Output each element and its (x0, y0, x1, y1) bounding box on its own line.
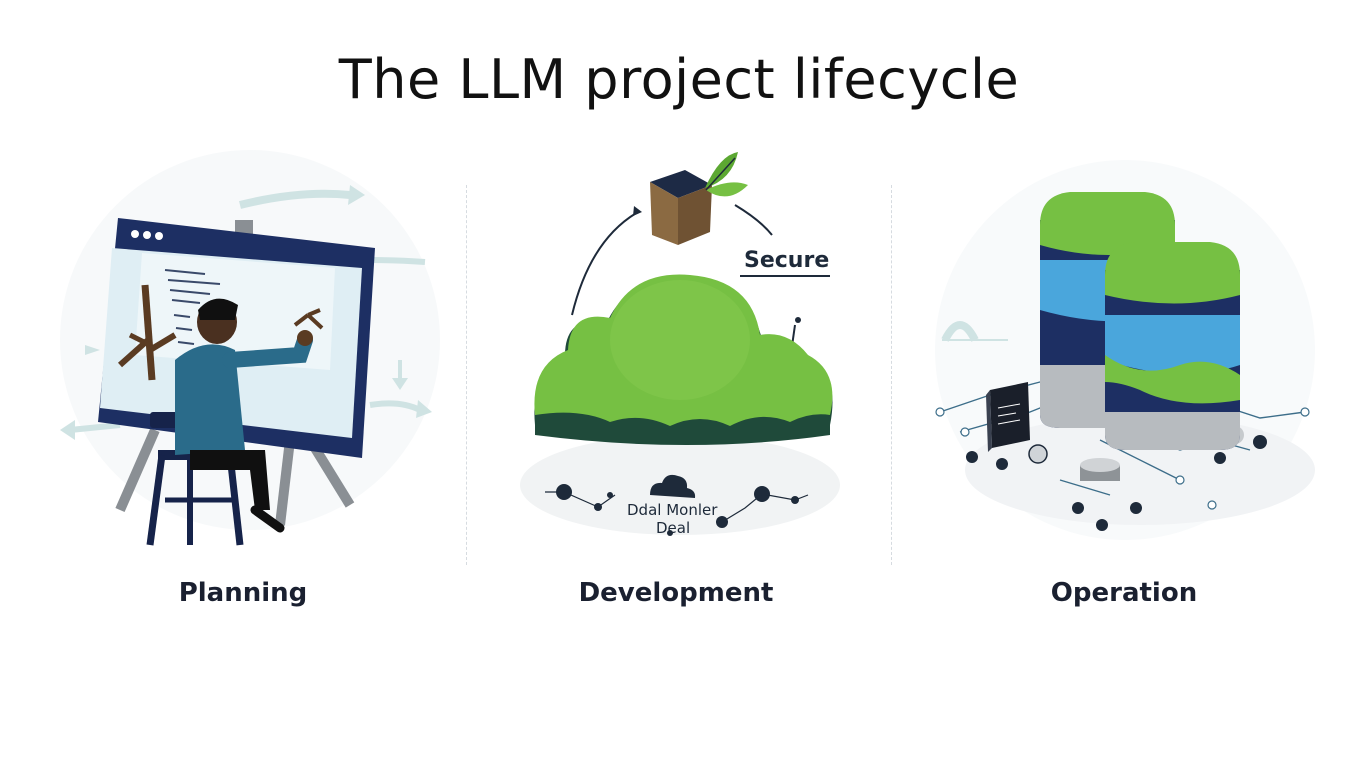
page-title: The LLM project lifecycle (338, 48, 1020, 111)
secure-caption: Secure (744, 248, 829, 273)
person-at-whiteboard-icon (60, 150, 440, 546)
divider-right (891, 185, 892, 565)
development-illustration: Secure Ddal Monler Deal (490, 150, 880, 570)
cloud-with-plant-icon: Secure Ddal Monler Deal (520, 152, 840, 537)
divider-left (466, 185, 467, 565)
bottom-caption-line2: Deal (656, 519, 690, 537)
database-stacks-icon (935, 160, 1315, 540)
stage-label-operation: Operation (1050, 578, 1198, 608)
stage-label-planning: Planning (178, 578, 308, 608)
stage-label-development: Development (578, 578, 774, 608)
operation-illustration (920, 150, 1330, 570)
bottom-caption-line1: Ddal Monler (627, 501, 718, 519)
planning-illustration (40, 150, 460, 570)
